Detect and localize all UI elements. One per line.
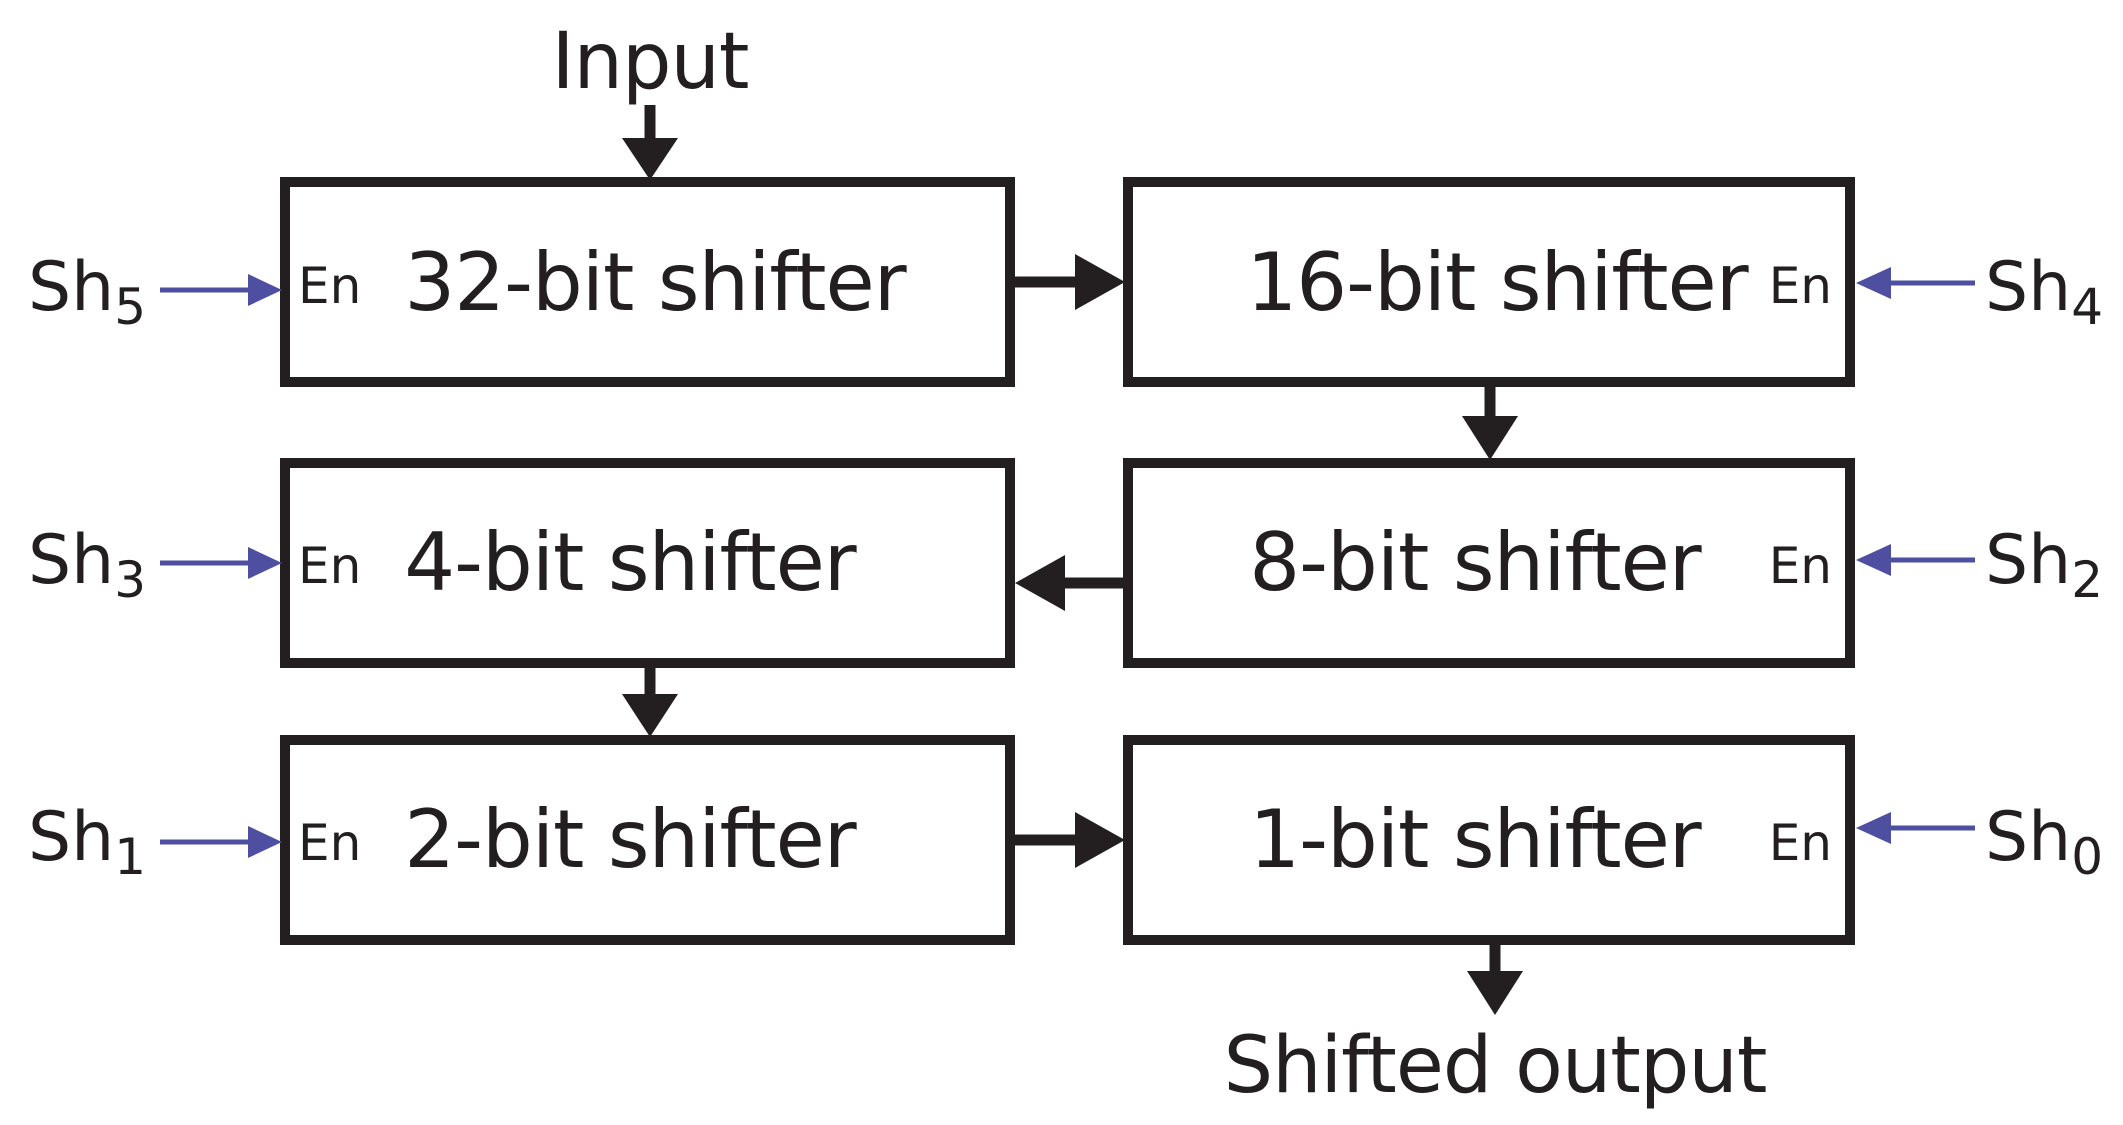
signal-label-sh0: Sh0 [1985,798,2103,886]
enable-label-16: En [1769,257,1832,315]
signal-sh1: Sh1 [28,798,282,886]
arrow-16-to-8 [1462,387,1518,460]
arrow-2-to-1 [1015,812,1125,868]
output-label: Shifted output [1224,1021,1767,1111]
input-label: Input [552,17,749,107]
input-arrow [622,105,678,180]
signal-label-sh5: Sh5 [28,248,146,336]
block-label-32: 32-bit shifter [404,236,906,329]
enable-label-8: En [1769,537,1832,595]
block-8-bit-shifter: 8-bit shifter En [1123,458,1855,668]
enable-label-1: En [1769,814,1832,872]
signal-sh0: Sh0 [1856,798,2103,886]
block-2-bit-shifter: En 2-bit shifter [280,735,1015,945]
block-label-2: 2-bit shifter [404,793,857,886]
arrow-8-to-4 [1015,555,1123,611]
enable-label-4: En [298,537,361,595]
signal-label-sh4: Sh4 [1985,248,2103,336]
arrow-4-to-2 [622,668,678,737]
arrow-32-to-16 [1015,254,1125,310]
output-arrow [1467,945,1523,1015]
signal-label-sh2: Sh2 [1985,521,2103,609]
signal-sh4: Sh4 [1856,248,2103,336]
signal-sh3: Sh3 [28,521,282,609]
block-32-bit-shifter: En 32-bit shifter [280,177,1015,387]
block-label-8: 8-bit shifter [1249,516,1702,609]
signal-sh2: Sh2 [1856,521,2103,609]
block-label-4: 4-bit shifter [404,516,857,609]
signal-label-sh3: Sh3 [28,521,146,609]
signal-sh5: Sh5 [28,248,282,336]
block-label-1: 1-bit shifter [1249,793,1702,886]
block-4-bit-shifter: En 4-bit shifter [280,458,1015,668]
block-label-16: 16-bit shifter [1246,236,1748,329]
enable-label-2: En [298,814,361,872]
block-16-bit-shifter: 16-bit shifter En [1123,177,1855,387]
block-1-bit-shifter: 1-bit shifter En [1123,735,1855,945]
enable-label-32: En [298,257,361,315]
signal-label-sh1: Sh1 [28,798,146,886]
